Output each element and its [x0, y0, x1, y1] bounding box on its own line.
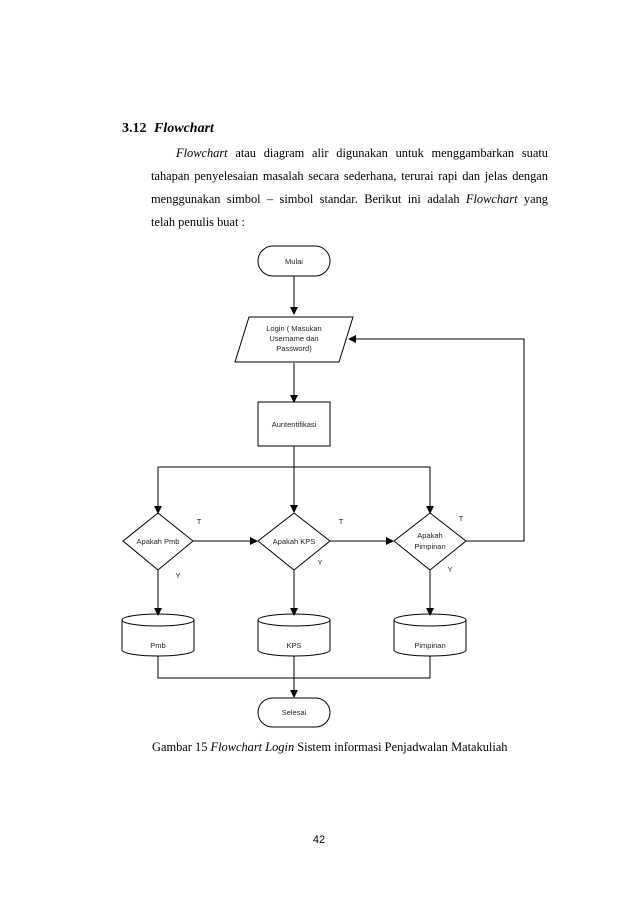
paragraph-text: yang [517, 192, 548, 206]
decision-pmb [122, 512, 194, 571]
paragraph-text: atau diagram alir digunakan untuk mengga… [227, 146, 548, 160]
decision-kps [257, 512, 331, 571]
section-heading: 3.12 Flowchart [122, 121, 214, 137]
database-kps [257, 613, 331, 657]
body-paragraph: Flowchart atau diagram alir digunakan un… [151, 142, 548, 234]
term-flowchart: Flowchart [176, 146, 228, 160]
db-kps-label: KPS [286, 641, 301, 650]
start-label: Mulai [285, 257, 303, 266]
caption-emphasis: Flowchart Login [210, 740, 295, 754]
branch-label-t: T [197, 517, 202, 526]
end-label: Selesai [282, 708, 307, 717]
process-label: Auntentifikasi [272, 420, 317, 429]
terminator-start [257, 245, 331, 277]
section-title: Flowchart [154, 121, 214, 136]
paragraph-line: Flowchart atau diagram alir digunakan un… [151, 142, 548, 165]
figure-caption: Gambar 15 Flowchart Login Sistem informa… [152, 740, 552, 755]
decision-pmb-label: Apakah Pmb [137, 537, 180, 546]
connector-loop-back [348, 335, 525, 542]
branch-label-y: Y [447, 565, 452, 574]
paragraph-line: tahapan penyelesaian masalah secara sede… [151, 165, 548, 188]
decision-kps-label: Apakah KPS [273, 537, 316, 546]
caption-text: Sistem informasi Penjadwalan Matakuliah [294, 740, 508, 754]
page-number: 42 [312, 834, 326, 846]
input-label-line: Username dan [269, 334, 318, 343]
decision-pimpinan [393, 512, 467, 571]
paragraph-line: menggunakan simbol – simbol standar. Ber… [151, 188, 548, 211]
paragraph-text: menggunakan simbol – simbol standar. Ber… [151, 192, 466, 206]
input-label-line: Login ( Masukan [266, 324, 321, 333]
decision-pimpinan-label: Apakah [417, 531, 442, 540]
db-pmb-label: Pmb [150, 641, 165, 650]
input-label-line: Password) [276, 344, 312, 353]
db-pimpinan-label: Pimpinan [414, 641, 445, 650]
paragraph-line: telah penulis buat : [151, 211, 548, 234]
paragraph-text: telah penulis buat : [151, 215, 245, 229]
section-number: 3.12 [122, 121, 147, 136]
database-pimpinan [393, 613, 467, 657]
process-authentication [257, 401, 331, 447]
branch-label-t: T [339, 517, 344, 526]
io-login [234, 316, 354, 363]
paragraph-text: tahapan penyelesaian masalah secara sede… [151, 169, 548, 183]
decision-pimpinan-label: Pimpinan [414, 542, 445, 551]
branch-label-y: Y [317, 558, 322, 567]
term-flowchart: Flowchart [465, 192, 518, 206]
database-pmb [121, 613, 195, 657]
branch-label-y: Y [175, 571, 180, 580]
terminator-end [257, 697, 331, 728]
connector-branch [157, 466, 431, 512]
branch-label-t: T [459, 514, 464, 523]
caption-text: Gambar 15 [152, 740, 211, 754]
